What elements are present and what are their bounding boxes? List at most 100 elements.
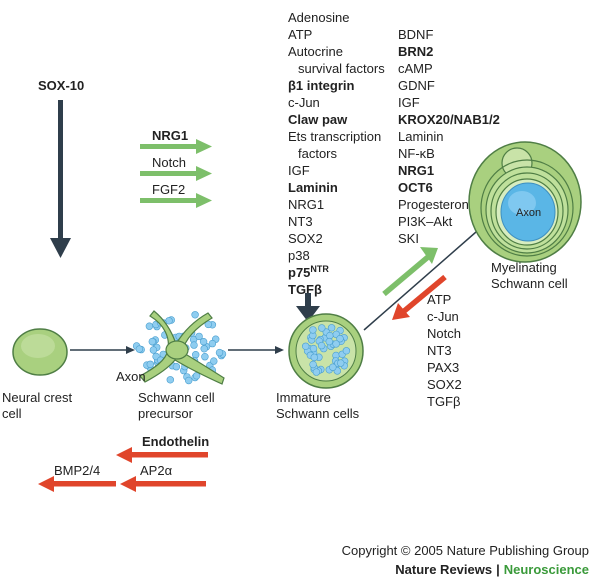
col1-item: NT3 — [288, 214, 313, 229]
myelinating-axon-label: Axon — [516, 207, 541, 219]
axon-dot — [302, 342, 310, 350]
col1-item: survival factors — [298, 61, 385, 76]
col2-item: OCT6 — [398, 180, 433, 195]
col1-item: Claw paw — [288, 112, 348, 127]
demyelination-list-item: c-Jun — [427, 309, 459, 324]
axon-dot — [318, 324, 326, 332]
axon-dot — [172, 363, 181, 371]
copyright-text: Copyright © 2005 Nature Publishing Group — [342, 543, 589, 558]
fgf2-label: FGF2 — [152, 182, 185, 197]
demyelination-list-item: Notch — [427, 326, 461, 341]
axon-dot — [201, 353, 209, 361]
axon-dot — [312, 368, 321, 376]
axon-dot — [329, 363, 337, 371]
sox10-label: SOX-10 — [38, 78, 84, 93]
neural-crest-label-1: Neural crest — [2, 390, 72, 405]
axon-dot — [336, 335, 344, 343]
demyelination-red-arrow — [392, 274, 447, 320]
axon-dot — [185, 376, 193, 385]
axon-dot — [210, 357, 218, 365]
precursor-to-immature-arrow — [228, 346, 284, 354]
col2-item: Progesterone — [398, 197, 476, 212]
axon-dot — [317, 341, 326, 350]
col1-item: Autocrine — [288, 44, 343, 59]
endothelin-red-arrow — [116, 447, 208, 463]
myelination-green-arrow — [382, 247, 438, 297]
bmp-red-arrow — [38, 476, 116, 492]
precursor-label-2: precursor — [138, 406, 194, 421]
col2-item: SKI — [398, 231, 419, 246]
precursor-label-1: Schwann cell — [138, 390, 215, 405]
myelinating-label-1: Myelinating — [491, 260, 557, 275]
journal-credit: Nature Reviews|Neuroscience — [395, 562, 589, 577]
col1-item: Ets transcription — [288, 129, 381, 144]
axon-dot — [325, 337, 333, 346]
immature-input-arrow — [296, 293, 320, 322]
col1-item: factors — [298, 146, 338, 161]
notch-left-label: Notch — [152, 155, 186, 170]
col2-item: NRG1 — [398, 163, 434, 178]
axon-dot — [309, 360, 317, 369]
axon-dot — [208, 339, 217, 348]
col1-item: SOX2 — [288, 231, 323, 246]
axon-dot — [337, 359, 345, 367]
axon-dot — [204, 320, 213, 329]
axon-dot — [215, 348, 224, 357]
axon-dot — [166, 376, 175, 384]
journal-name-a: Nature Reviews — [395, 562, 492, 577]
col2-item: BRN2 — [398, 44, 433, 59]
crest-to-precursor-arrow — [70, 346, 135, 354]
axon-dot — [200, 345, 208, 353]
immature-label-1: Immature — [276, 390, 331, 405]
demyelination-list-item: TGFβ — [427, 394, 460, 409]
col2-item: KROX20/NAB1/2 — [398, 112, 500, 127]
journal-separator: | — [496, 562, 500, 577]
col1-item: ATP — [288, 27, 312, 42]
axon-dot — [190, 341, 198, 349]
col1-item: Adenosine — [288, 10, 349, 25]
col1-item: β1 integrin — [288, 78, 355, 93]
col2-item: NF-κB — [398, 146, 435, 161]
axon-dot — [332, 340, 340, 348]
col1-item: c-Jun — [288, 95, 320, 110]
sox10-arrow — [50, 100, 71, 258]
axon-dot — [199, 338, 208, 346]
ap2-red-arrow — [120, 476, 206, 492]
demyelination-list-item: SOX2 — [427, 377, 462, 392]
precursor-axon-label: Axon — [116, 369, 146, 384]
col2-item: Laminin — [398, 129, 444, 144]
immature-label-2: Schwann cells — [276, 406, 360, 421]
demyelination-list-item: ATP — [427, 292, 451, 307]
demyelination-list-item: PAX3 — [427, 360, 459, 375]
endothelin-label: Endothelin — [142, 434, 209, 449]
axon-dot — [135, 345, 144, 353]
fgf2-green-arrow — [140, 193, 212, 208]
axon-dot — [149, 346, 158, 354]
axon-dot — [327, 324, 336, 332]
neural-crest-label-2: cell — [2, 406, 22, 421]
col2-item: BDNF — [398, 27, 433, 42]
col2-item: IGF — [398, 95, 420, 110]
col2-item: GDNF — [398, 78, 435, 93]
axon-dot — [191, 311, 199, 319]
myelinating-label-2: Schwann cell — [491, 276, 568, 291]
col2-item: PI3K–Akt — [398, 214, 453, 229]
immature-schwann-cells — [288, 313, 364, 389]
axon-dot — [145, 322, 154, 330]
axon-dot — [192, 351, 200, 359]
axon-dot — [195, 332, 203, 341]
ap2-label: AP2α — [140, 463, 173, 478]
col1-item: NRG1 — [288, 197, 324, 212]
schwann-cell-precursor — [132, 310, 227, 385]
bmp-label: BMP2/4 — [54, 463, 100, 478]
axon-dot — [148, 337, 157, 346]
nrg1-left-label: NRG1 — [152, 128, 188, 143]
immature-axon-bundle — [302, 324, 351, 376]
notch-green-arrow — [140, 166, 212, 181]
col1-item: Laminin — [288, 180, 338, 195]
axon-dot — [310, 353, 318, 362]
col1-item: p38 — [288, 248, 310, 263]
